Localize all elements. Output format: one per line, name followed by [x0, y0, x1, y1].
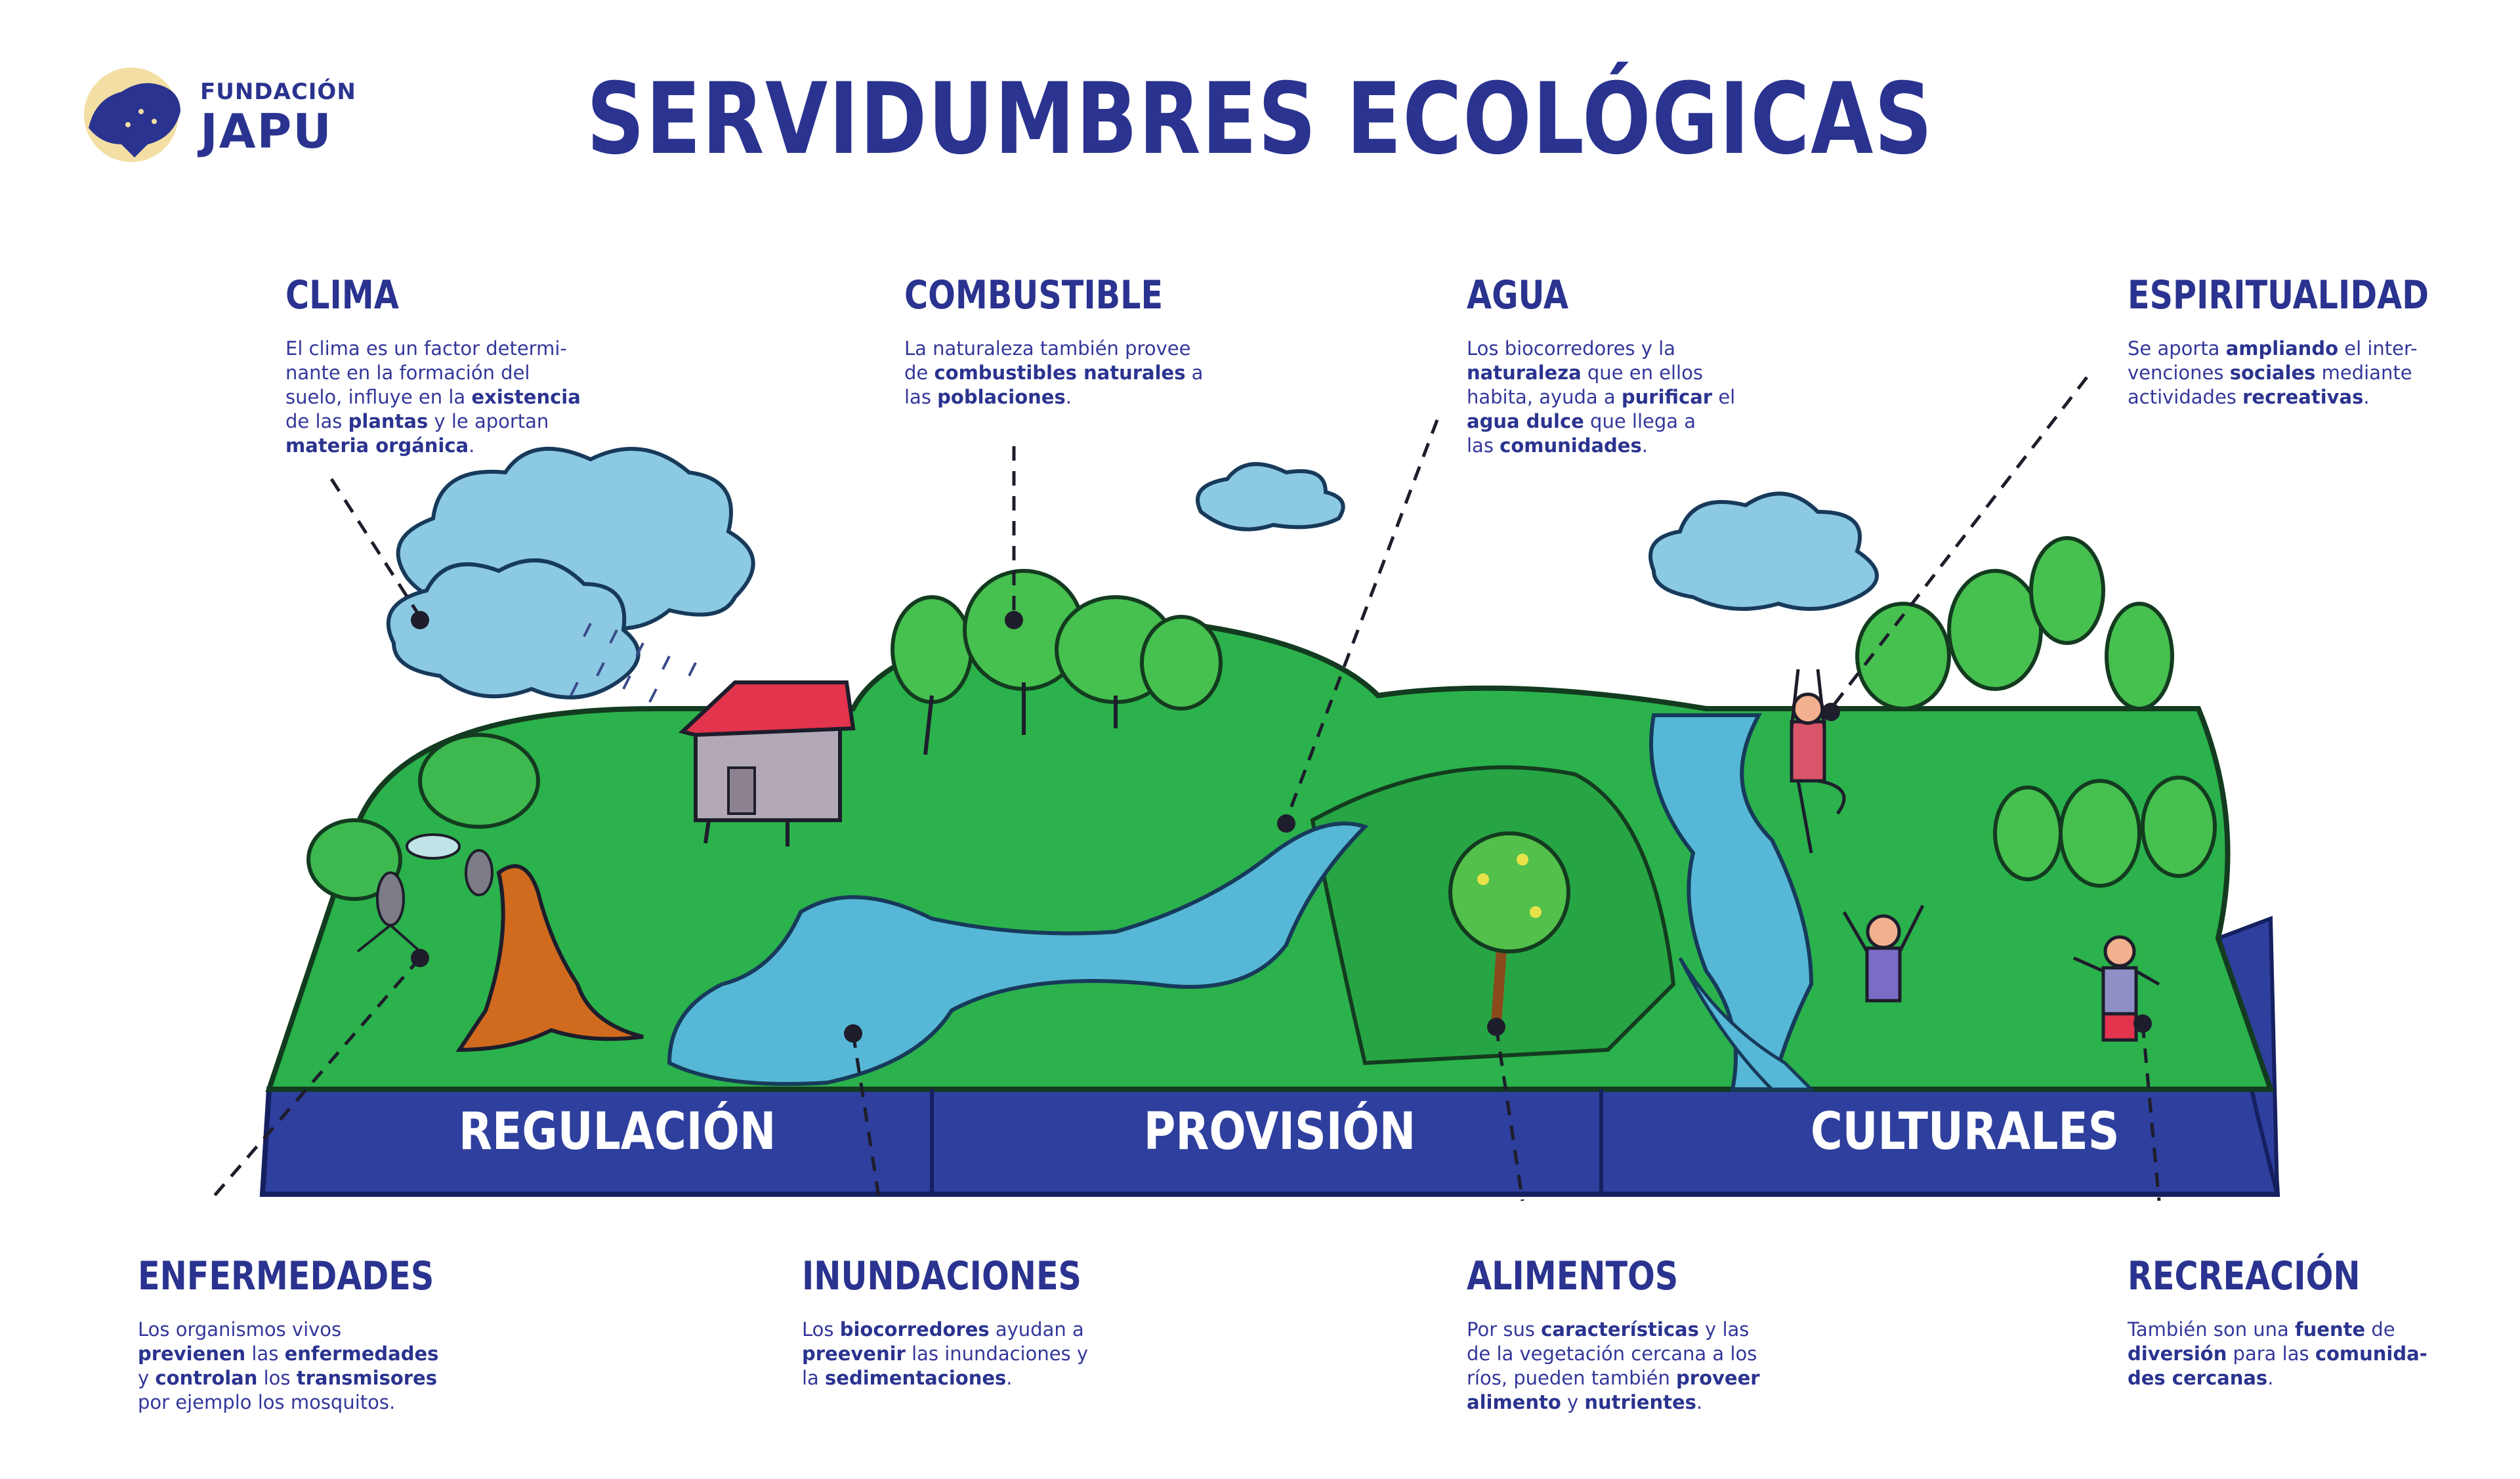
child-icon [2072, 935, 2160, 1042]
block-heading: ALIMENTOS [1467, 1253, 1679, 1299]
block-clima: CLIMA El clima es un factor determi-nant… [285, 272, 627, 458]
rain-drops [570, 623, 697, 703]
jaguar-logo-icon [84, 68, 180, 162]
block-espiritualidad: ESPIRITUALIDAD Se aporta ampliando el in… [2128, 272, 2469, 409]
block-heading: ESPIRITUALIDAD [2128, 272, 2429, 318]
leader-lines [209, 376, 2161, 1202]
cloud-icon [1196, 462, 1345, 531]
logo-line2: JAPU [200, 104, 333, 159]
logo-line1: FUNDACIÓN [200, 79, 356, 105]
cloud-icon [1648, 491, 1879, 611]
category-culturales: CULTURALES [1811, 1102, 2120, 1161]
block-heading: ENFERMEDADES [138, 1253, 434, 1299]
fruit-tree-icon [1448, 831, 1570, 1024]
tree-icon [306, 733, 644, 1052]
category-provision: PROVISIÓN [1143, 1102, 1416, 1161]
cloud-rain-icon [386, 447, 755, 699]
trees-icon [1855, 536, 2217, 888]
page-title: SERVIDUMBRES ECOLÓGICAS [586, 62, 1934, 177]
block-heading: COMBUSTIBLE [904, 272, 1164, 318]
child-icon [1842, 904, 1925, 1003]
mosquito-icon [356, 833, 494, 953]
marker-dots [411, 611, 2152, 1043]
block-heading: CLIMA [285, 272, 399, 318]
block-combustible: COMBUSTIBLE La naturaleza también provee… [904, 272, 1246, 409]
stream [1678, 957, 1816, 1091]
block-text: Se aporta ampliando el inter-venciones s… [2128, 337, 2418, 408]
block-heading: AGUA [1467, 272, 1568, 318]
category-regulacion: REGULACIÓN [459, 1102, 776, 1161]
house-icon [678, 680, 856, 846]
block-text: El clima es un factor determi-nante en l… [285, 337, 581, 457]
lake [667, 822, 1369, 1086]
person-yoga-icon [1790, 669, 1846, 854]
block-heading: RECREACIÓN [2128, 1253, 2361, 1299]
block-heading: INUNDACIONES [802, 1253, 1082, 1299]
